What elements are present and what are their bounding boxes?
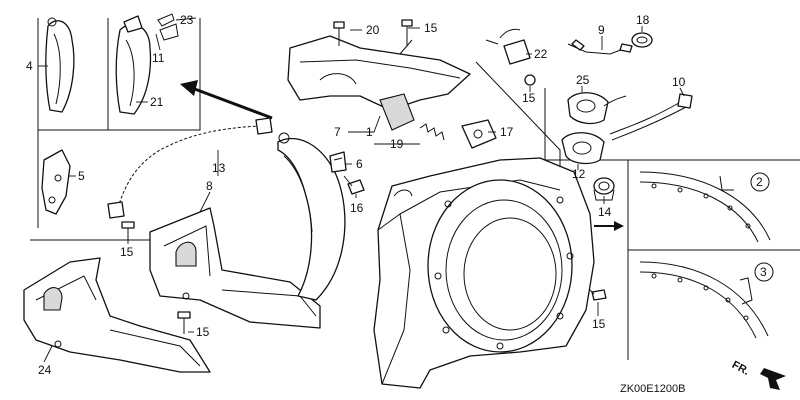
fan-housing bbox=[373, 157, 595, 389]
leader-lines bbox=[38, 26, 685, 363]
part-22-switch bbox=[485, 28, 531, 65]
callout-17: 17 bbox=[500, 125, 514, 139]
part-9-wire bbox=[567, 39, 633, 55]
callout-18: 18 bbox=[636, 13, 650, 27]
callout-23: 23 bbox=[180, 13, 194, 27]
screw-20 bbox=[333, 21, 345, 46]
callout-12: 12 bbox=[572, 167, 586, 181]
part-5-bracket bbox=[41, 149, 71, 215]
callout-15-switch: 15 bbox=[522, 91, 536, 105]
callout-4: 4 bbox=[26, 59, 33, 73]
variant-labels: 2 3 bbox=[756, 175, 767, 279]
callout-6: 6 bbox=[356, 157, 363, 171]
part-24-shroud bbox=[23, 257, 211, 373]
callout-22: 22 bbox=[534, 47, 548, 61]
variant-3-label: 3 bbox=[760, 265, 767, 279]
variant-arrow bbox=[594, 221, 624, 231]
part-17-bracket bbox=[461, 119, 497, 149]
screw-15-right bbox=[585, 285, 607, 301]
callout-25: 25 bbox=[576, 73, 590, 87]
variant-3-detail bbox=[639, 261, 774, 339]
part-7-bracket-assembly bbox=[287, 35, 471, 131]
callout-13: 13 bbox=[212, 161, 226, 175]
callout-10: 10 bbox=[672, 75, 686, 89]
callout-15-top: 15 bbox=[424, 21, 438, 35]
variant-2-detail bbox=[639, 171, 771, 243]
callout-20: 20 bbox=[366, 23, 380, 37]
part-21-cover bbox=[115, 15, 152, 115]
callout-15-lower: 15 bbox=[196, 325, 210, 339]
front-direction-label: FR. bbox=[730, 359, 751, 378]
part-14-grommet bbox=[593, 177, 615, 201]
callout-14: 14 bbox=[598, 205, 612, 219]
callout-11: 11 bbox=[152, 51, 165, 65]
callout-7: 7 bbox=[334, 125, 341, 139]
variant-2-label: 2 bbox=[756, 175, 763, 189]
part-shroud-side bbox=[277, 132, 346, 301]
part-18-clamp bbox=[631, 32, 653, 48]
screw-15-switch bbox=[524, 74, 536, 86]
callout-8: 8 bbox=[206, 179, 213, 193]
callout-16: 16 bbox=[350, 201, 364, 215]
reference-arrow bbox=[180, 80, 273, 120]
callout-9: 9 bbox=[598, 23, 605, 37]
screw-15-lower bbox=[177, 311, 191, 334]
callout-15-left: 15 bbox=[120, 245, 134, 259]
part-6-clip bbox=[329, 151, 347, 173]
callout-21: 21 bbox=[150, 95, 164, 109]
part-19-spring bbox=[419, 123, 445, 141]
part-10-wire bbox=[609, 93, 693, 141]
callout-labels: 4 21 23 11 5 13 8 15 24 15 20 15 7 1 19 … bbox=[26, 13, 686, 377]
part-16-screw bbox=[343, 175, 365, 195]
front-direction-indicator: FR. bbox=[730, 359, 786, 390]
screw-15-left bbox=[121, 221, 135, 240]
drawing-code: ZK00E1200B bbox=[620, 383, 685, 395]
callout-24: 24 bbox=[38, 363, 52, 377]
part-13-wire bbox=[107, 117, 273, 219]
callout-5: 5 bbox=[78, 169, 85, 183]
part-25-sensor bbox=[567, 92, 627, 125]
part-4-cover bbox=[45, 17, 75, 113]
screw-15-top bbox=[401, 19, 413, 46]
callout-15-right: 15 bbox=[592, 317, 606, 331]
part-23-clip bbox=[157, 13, 197, 41]
callout-1: 1 bbox=[366, 125, 373, 139]
callout-19: 19 bbox=[390, 137, 404, 151]
part-8-baffle bbox=[149, 207, 321, 329]
part-12-sensor bbox=[561, 132, 605, 165]
